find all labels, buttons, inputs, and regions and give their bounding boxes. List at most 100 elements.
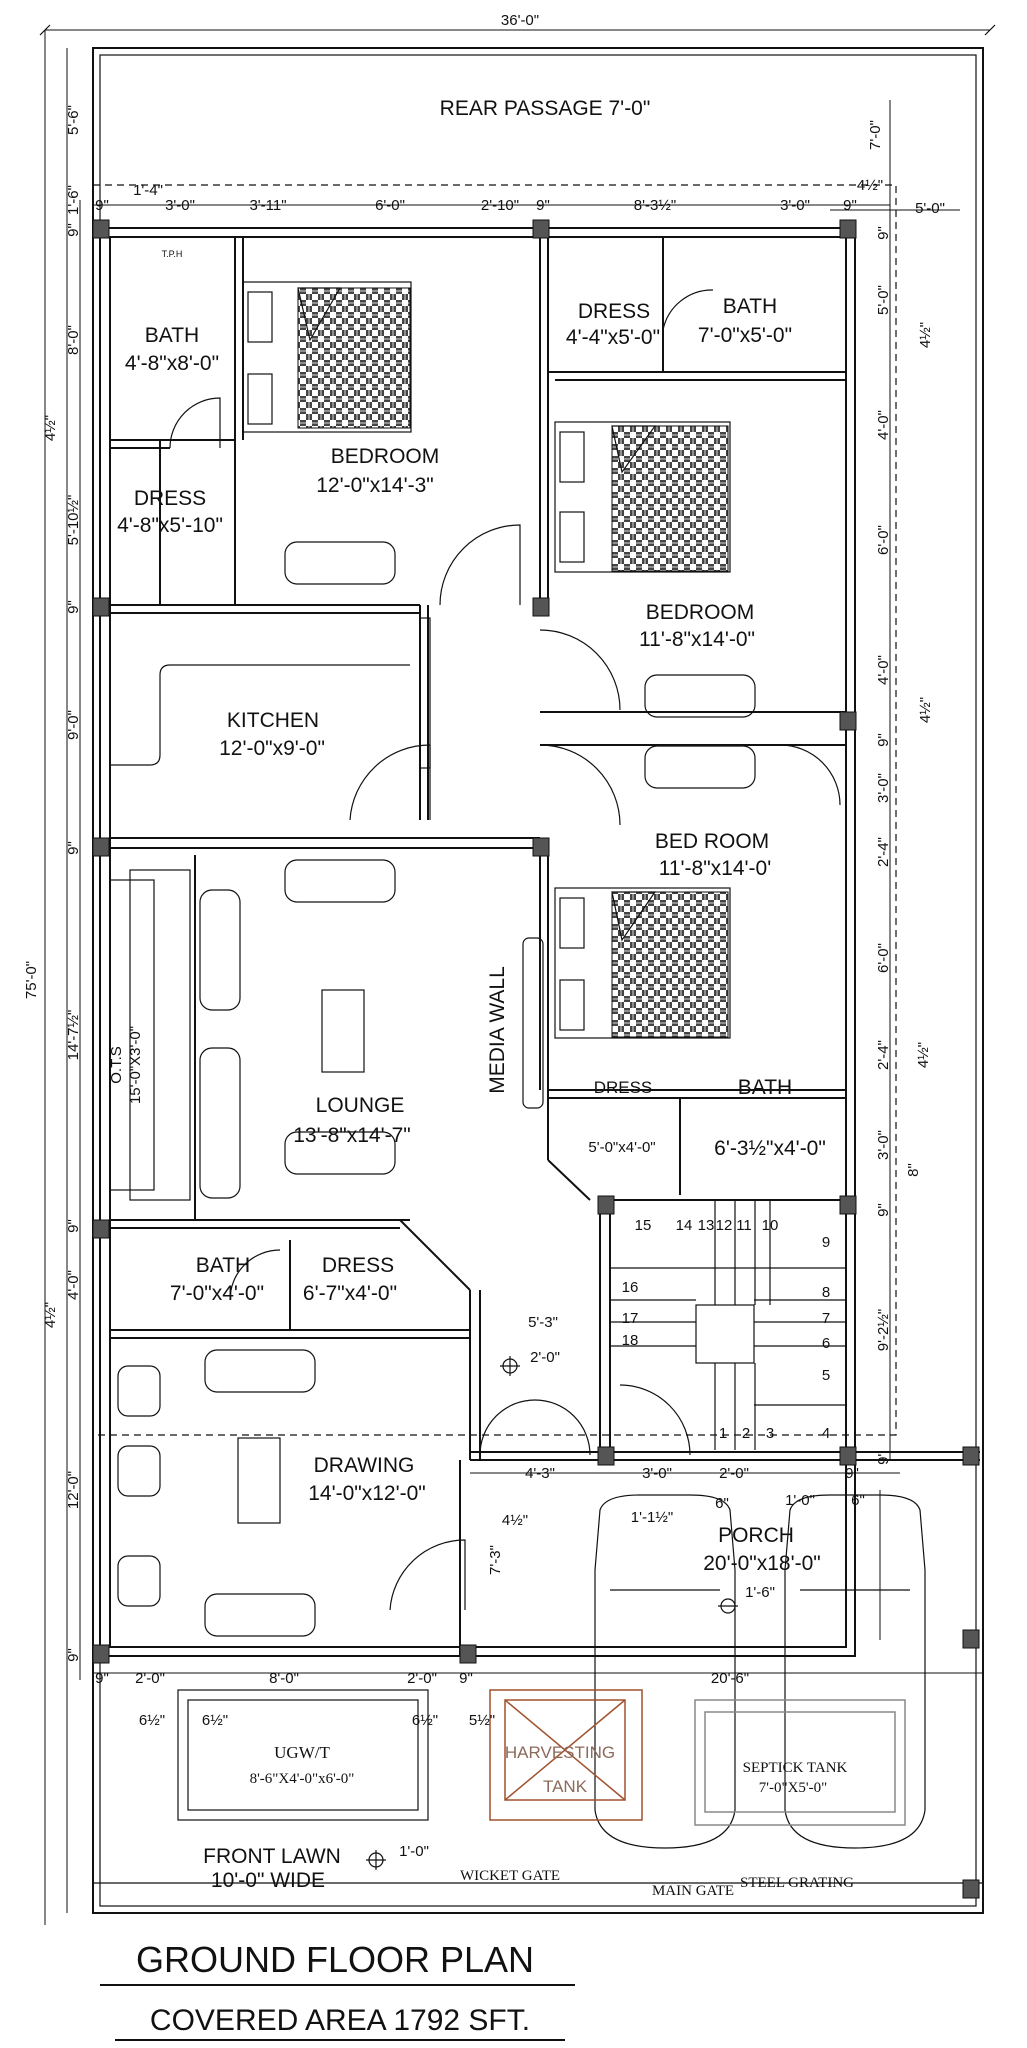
bedroom2-size: 11'-8"x14'-0" xyxy=(639,628,755,651)
front-lawn-label: FRONT LAWN xyxy=(203,1845,341,1868)
dim-left: 14'-7½" xyxy=(65,1010,82,1061)
media-wall-label: MEDIA WALL xyxy=(486,966,509,1094)
kitchen-size: 12'-0"x9'-0" xyxy=(219,737,325,760)
dim-left: 9" xyxy=(65,1648,82,1662)
dim-left: 9" xyxy=(65,223,82,237)
dim-left: 9" xyxy=(65,841,82,855)
dim-top: 9" xyxy=(843,197,857,214)
staircase xyxy=(610,1200,846,1450)
dim-top: 1'-4" xyxy=(133,182,163,199)
dim-overall-length: 75'-0" xyxy=(23,961,40,999)
dim-bottom: 2'-0" xyxy=(135,1670,165,1687)
dim-bottom: 9" xyxy=(95,1670,109,1687)
dim-bottom-small: 6½" xyxy=(412,1712,438,1729)
stair-step: 3 xyxy=(766,1425,774,1442)
dim-right: 3'-0" xyxy=(875,773,892,803)
dress2-size: 4'-4"x5'-0" xyxy=(566,326,660,349)
dim-left: 9'-0" xyxy=(65,710,82,740)
dim-left: 9" xyxy=(65,1219,82,1233)
dim-right: 8" xyxy=(905,1163,922,1177)
dim-bottom-small: 5½" xyxy=(469,1712,495,1729)
dim-porch: 4½" xyxy=(502,1512,528,1529)
dim-porch: 6" xyxy=(715,1495,729,1512)
dim-left: 5'-6" xyxy=(65,105,82,135)
title-block: GROUND FLOOR PLAN COVERED AREA 1792 SFT. xyxy=(100,1939,575,2041)
dimension-labels: 36'-0" 75'-0" 7'-0" 5'-0" 9" 1'-4" 3'-0"… xyxy=(23,12,945,1860)
septic-size: 7'-0"X5'-0" xyxy=(759,1780,827,1796)
dim-right: 9" xyxy=(875,1203,892,1217)
main-gate-label: MAIN GATE xyxy=(652,1883,734,1899)
steel-grating-label: STEEL GRATING xyxy=(740,1875,854,1891)
stair-step: 18 xyxy=(622,1332,639,1349)
bedroom3-label: BED ROOM xyxy=(655,830,769,853)
ots-size: 15'-0"X3'-0" xyxy=(127,1026,144,1104)
dress4-label: DRESS xyxy=(322,1254,394,1277)
dim-left: 4½" xyxy=(42,1302,59,1328)
structural-columns xyxy=(92,219,980,1899)
harvesting-tank-outline xyxy=(489,1689,643,1821)
underground-water-tank xyxy=(177,1689,429,1821)
dim-top: 8'-3½" xyxy=(634,197,676,214)
dim-right-5: 5'-0" xyxy=(915,200,945,217)
dim-top: 3'-0" xyxy=(780,197,810,214)
bed-bedroom-2 xyxy=(554,421,731,573)
rear-passage-label: REAR PASSAGE 7'-0" xyxy=(440,97,651,120)
stair-step: 17 xyxy=(622,1310,639,1327)
porch-size: 20'-0"x18'-0" xyxy=(703,1552,821,1575)
bed-bedroom-1 xyxy=(242,281,412,433)
dim-porch: 1'-6" xyxy=(745,1584,775,1601)
dim-right: 4'-0" xyxy=(875,655,892,685)
stair-step: 7 xyxy=(822,1310,830,1327)
harvesting-tank-label: TANK xyxy=(543,1777,588,1796)
bedroom1-size: 12'-0"x14'-3" xyxy=(316,474,434,497)
dim-top: 9" xyxy=(536,197,550,214)
plan-title: GROUND FLOOR PLAN xyxy=(136,1939,534,1980)
dress2-label: DRESS xyxy=(578,300,650,323)
dim-top: 9" xyxy=(95,197,109,214)
dress4-size: 6'-7"x4'-0" xyxy=(303,1282,397,1305)
plan-subtitle: COVERED AREA 1792 SFT. xyxy=(150,2004,530,2037)
dim-right: 5'-0" xyxy=(875,285,892,315)
dim-right: 6'-0" xyxy=(875,525,892,555)
room-labels: REAR PASSAGE 7'-0" BATH 4'-8"x8'-0" DRES… xyxy=(108,97,854,1899)
dim-left: 7'-3" xyxy=(487,1545,504,1575)
level-markers xyxy=(366,1356,738,1870)
stair-step: 4 xyxy=(822,1425,830,1442)
lounge-size: 13'-8"x14'-7" xyxy=(293,1124,411,1147)
stair-step: 2 xyxy=(742,1425,750,1442)
dim-right: 9'-2½" xyxy=(875,1309,892,1351)
bath2-size: 7'-0"x5'-0" xyxy=(698,324,792,347)
dress3-size: 5'-0"x4'-0" xyxy=(588,1139,655,1156)
front-lawn-size: 10'-0" WIDE xyxy=(211,1869,325,1892)
dim-right: 9" xyxy=(875,1451,892,1465)
dim-bottom: 20'-6" xyxy=(711,1670,749,1687)
dim-porch: 4'-3" xyxy=(525,1465,555,1482)
harvesting-label: HARVESTING xyxy=(505,1743,615,1762)
dim-porch: 6" xyxy=(851,1492,865,1509)
stair-step: 15 xyxy=(635,1217,652,1234)
stair-step: 5 xyxy=(822,1367,830,1384)
bath4-size: 7'-0"x4'-0" xyxy=(170,1282,264,1305)
stair-step: 8 xyxy=(822,1284,830,1301)
bedroom3-size: 11'-8"x14'-0' xyxy=(659,857,772,880)
stair-step: 13 xyxy=(698,1217,715,1234)
dress3-label: DRESS xyxy=(594,1078,653,1097)
drawing-size: 14'-0"x12'-0" xyxy=(308,1482,426,1505)
dim-left: 1'-6" xyxy=(65,185,82,215)
dim-left: 5'-10½" xyxy=(65,495,82,546)
bedroom1-label: BEDROOM xyxy=(331,445,440,468)
dim-right: 4½" xyxy=(917,697,934,723)
septic-tank-outline xyxy=(694,1699,906,1826)
plot-boundary xyxy=(92,47,984,1914)
dim-overall-width: 36'-0" xyxy=(501,12,539,29)
stair-numbers: 1 2 3 4 5 6 7 8 9 10 11 12 13 14 15 16 1… xyxy=(622,1217,831,1442)
dim-right: 4'-0" xyxy=(875,410,892,440)
dim-right: 2'-4" xyxy=(875,837,892,867)
stair-step: 16 xyxy=(622,1279,639,1296)
dim-left: 12'-0" xyxy=(65,1471,82,1509)
dim-porch: 1'-0" xyxy=(785,1492,815,1509)
sofa-sets xyxy=(117,541,756,1637)
dim-porch: 9" xyxy=(845,1465,859,1482)
stair-step: 6 xyxy=(822,1335,830,1352)
